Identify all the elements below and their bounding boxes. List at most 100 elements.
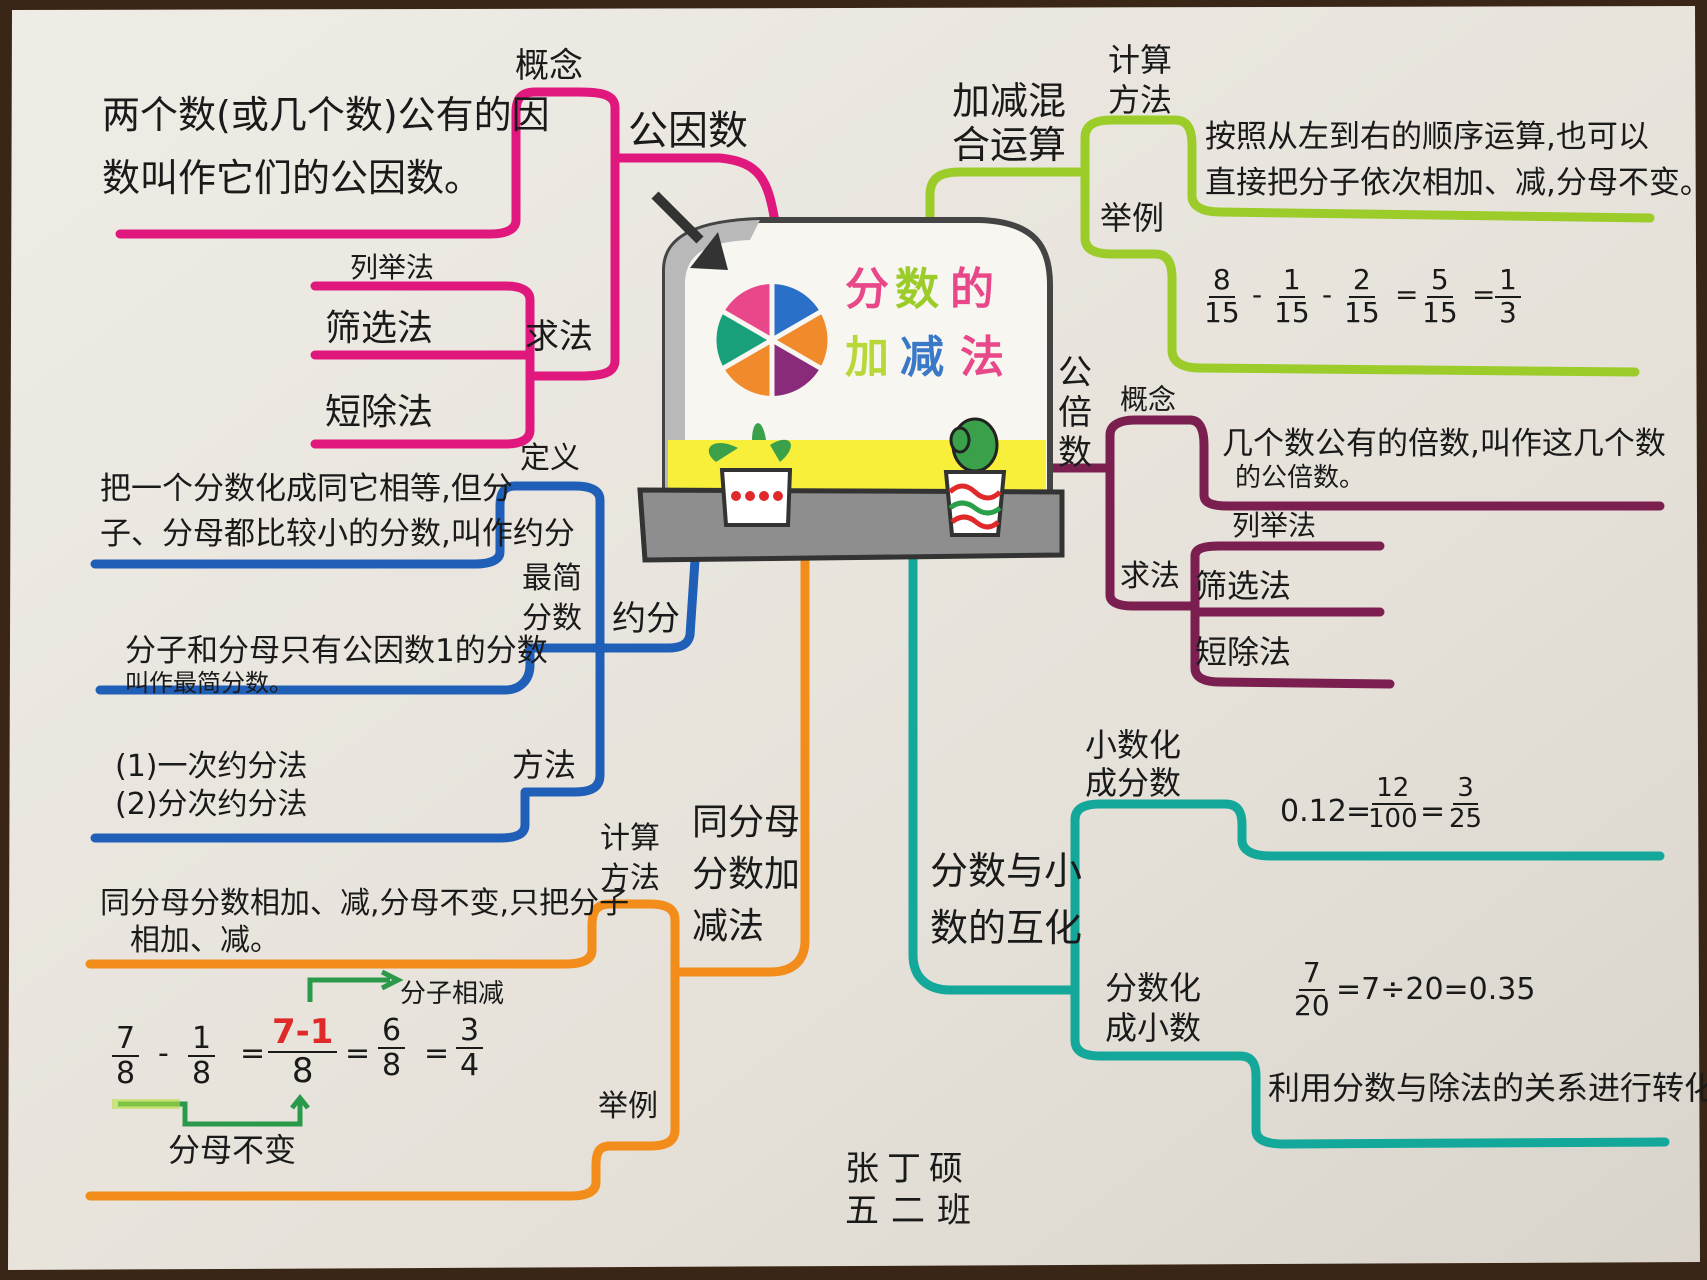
title-char-6: 法 <box>960 332 1004 383</box>
convert-f2d-label-1: 分数化 <box>1105 969 1202 1007</box>
mixed-label-1: 加减混 <box>952 79 1067 123</box>
gcf-concept-label: 概念 <box>515 46 583 86</box>
lcm-concept-label: 概念 <box>1120 383 1177 416</box>
sd-eq-3: = <box>424 1036 450 1071</box>
mixed-label-2: 合运算 <box>952 123 1067 167</box>
title-char-2: 数 <box>895 264 939 315</box>
lcm-label-3: 数 <box>1058 433 1092 473</box>
gcf-label: 公因数 <box>628 108 748 154</box>
same-denom-label-1: 同分母 <box>692 802 801 843</box>
cv-dec-eq-1: = <box>1346 794 1372 829</box>
mixed-calc-label-1: 计算 <box>1108 41 1173 79</box>
reduce-label: 约分 <box>612 599 680 639</box>
convert-f2d-text: 利用分数与除法的关系进行转化。 <box>1268 1069 1707 1107</box>
cactus-pot-right <box>943 417 1007 537</box>
lcm-label-1: 公 <box>1058 353 1092 393</box>
reduce-simplest-line2: 叫作最简分数。 <box>125 669 293 697</box>
reduce-definition-line1: 把一个分数化成同它相等,但分 <box>100 471 513 507</box>
lcm-concept-line2: 的公倍数。 <box>1235 463 1366 493</box>
lcm-label-2: 倍 <box>1058 393 1092 433</box>
cv-frac-rest: =7÷20=0.35 <box>1336 972 1536 1007</box>
reduce-branch-lines <box>90 481 700 843</box>
lcm-method-1: 列举法 <box>1232 509 1317 542</box>
mixed-branch-lines <box>925 115 1655 377</box>
cv-dec-eq-2: = <box>1420 794 1446 829</box>
sd-minus: - <box>158 1036 169 1071</box>
same-denom-label-2: 分数加 <box>692 854 801 895</box>
reduce-definition-label: 定义 <box>520 441 580 476</box>
same-denom-calc-label-2: 方法 <box>600 861 660 896</box>
mixed-calc-label-2: 方法 <box>1108 81 1173 119</box>
gcf-branch-lines <box>115 87 780 449</box>
pie-icon <box>716 282 828 398</box>
same-denom-branch-lines <box>85 553 810 1201</box>
mx-minus-2: - <box>1322 278 1333 311</box>
gcf-methods-label: 求法 <box>525 317 593 357</box>
gcf-method-2: 筛选法 <box>325 308 434 349</box>
mixed-example-label: 举例 <box>1100 199 1165 237</box>
paper-sheet <box>8 6 1700 1270</box>
mixed-calc-line2: 直接把分子依次相加、减,分母不变。 <box>1205 165 1707 201</box>
mx-eq-2: = <box>1472 278 1496 311</box>
convert-f2d-label-2: 成小数 <box>1105 1009 1202 1047</box>
same-denom-label-3: 减法 <box>692 906 765 947</box>
lcm-method-3: 短除法 <box>1195 633 1292 671</box>
pointer-arrow <box>651 191 704 244</box>
reduce-simplest-line1: 分子和分母只有公因数1的分数 <box>125 633 548 669</box>
convert-branch-lines <box>908 553 1670 1149</box>
cv-dec-a: 0.12 <box>1280 794 1347 829</box>
same-denom-calc-line2: 相加、减。 <box>130 923 280 958</box>
plant-pot-left <box>708 423 793 527</box>
lcm-methods-label: 求法 <box>1120 559 1180 594</box>
lcm-method-2: 筛选法 <box>1195 567 1292 605</box>
sd-eq-2: = <box>345 1036 371 1071</box>
same-denom-example-label: 举例 <box>598 1089 658 1124</box>
convert-label-2: 数的互化 <box>930 906 1083 950</box>
lcm-concept-line1: 几个数公有的倍数,叫作这几个数 <box>1222 426 1666 462</box>
reduce-definition-line2: 子、分母都比较小的分数,叫作约分 <box>100 516 575 552</box>
mx-eq-1: = <box>1395 278 1419 311</box>
same-denom-calc-label-1: 计算 <box>600 821 660 856</box>
convert-d2f-label-1: 小数化 <box>1085 726 1182 764</box>
gcf-concept-line2: 数叫作它们的公因数。 <box>102 156 483 200</box>
reduce-method-1: (1)一次约分法 <box>115 749 308 784</box>
gcf-method-1: 列举法 <box>350 251 435 284</box>
mx-minus-1: - <box>1252 278 1263 311</box>
title-char-4: 加 <box>845 332 889 383</box>
same-denom-annotation-top: 分子相减 <box>400 979 505 1009</box>
reduce-method-label: 方法 <box>512 746 577 784</box>
author-class: 五二班 <box>845 1191 983 1231</box>
title-char-3: 的 <box>950 264 994 315</box>
gcf-concept-line1: 两个数(或几个数)公有的因 <box>102 93 550 137</box>
reduce-simplest-label-1: 最简 <box>522 561 582 596</box>
author-name: 张丁硕 <box>845 1149 971 1189</box>
example-annotations <box>112 969 404 1127</box>
gcf-method-3: 短除法 <box>325 392 434 433</box>
center-jar <box>637 191 1065 563</box>
same-denom-calc-line1: 同分母分数相加、减,分母不变,只把分子 <box>100 886 630 921</box>
reduce-method-2: (2)分次约分法 <box>115 787 308 822</box>
lcm-branch-lines <box>1043 415 1665 689</box>
same-denom-annotation-bottom: 分母不变 <box>168 1131 297 1169</box>
convert-label-1: 分数与小 <box>930 849 1083 893</box>
convert-d2f-label-2: 成分数 <box>1085 764 1182 802</box>
title-char-1: 分 <box>845 264 889 315</box>
sd-eq-1: = <box>240 1036 266 1071</box>
reduce-simplest-label-2: 分数 <box>522 601 582 636</box>
title-char-5: 减 <box>900 332 944 383</box>
